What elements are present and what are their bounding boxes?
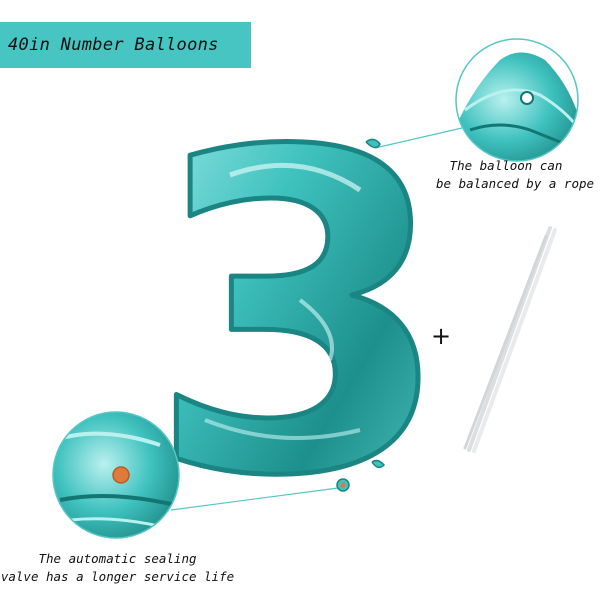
valve-caption-line1: The automatic sealing — [38, 551, 197, 566]
balloon-sticks — [463, 226, 557, 453]
page-title: 40in Number Balloons — [8, 35, 219, 55]
plus-sign: + — [431, 322, 451, 350]
rope-caption: The balloon can be balanced by a rope — [436, 157, 595, 193]
sealing-valve — [112, 466, 130, 484]
rope-caption-line1: The balloon can — [449, 158, 563, 173]
valve-caption-line2: valve has a longer service life — [0, 569, 235, 584]
valve-caption: The automatic sealing valve has a longer… — [0, 550, 235, 586]
balloon-digit: 3 — [147, 60, 453, 572]
title-banner: 40in Number Balloons — [0, 22, 251, 68]
rope-caption-line2: be balanced by a rope — [436, 176, 595, 191]
number-3-balloon: 3 — [144, 58, 455, 575]
rope-callout-line — [374, 127, 463, 149]
valve-callout-line — [170, 487, 339, 511]
rope-hole-zoom — [455, 38, 579, 162]
valve-zoom — [52, 411, 180, 539]
